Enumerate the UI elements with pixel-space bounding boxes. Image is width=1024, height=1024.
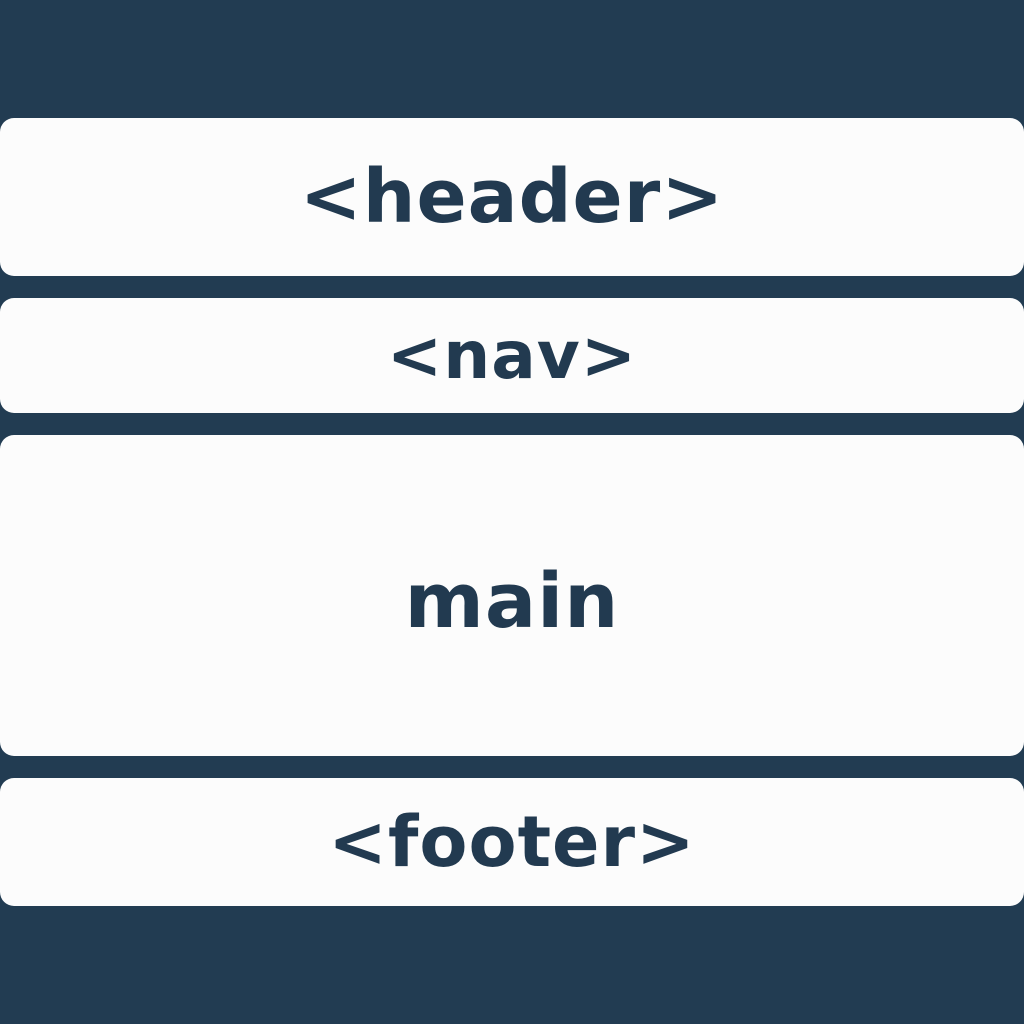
header-label: <header> (299, 154, 725, 240)
header-section: <header> (0, 118, 1024, 276)
nav-section: <nav> (0, 298, 1024, 413)
footer-label: <footer> (328, 801, 696, 883)
nav-label: <nav> (386, 317, 638, 394)
footer-section: <footer> (0, 778, 1024, 906)
main-label: main (404, 556, 620, 645)
main-section: main (0, 435, 1024, 756)
